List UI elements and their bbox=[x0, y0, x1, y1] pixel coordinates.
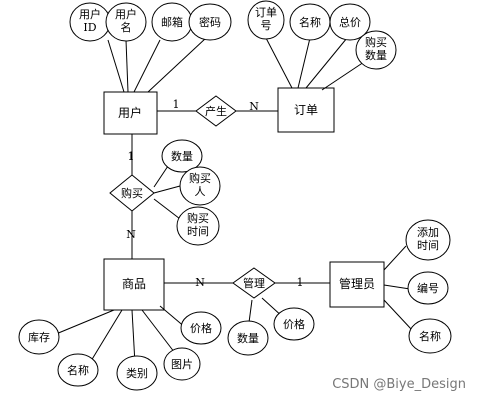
entity-product bbox=[103, 258, 165, 311]
attr-product-price bbox=[180, 311, 222, 345]
attr-admin-name bbox=[408, 318, 452, 354]
relationship-manage-label: 管理 bbox=[243, 276, 265, 290]
attr-manage-price bbox=[273, 307, 315, 341]
relationship-manage bbox=[232, 267, 276, 299]
attr-user-name bbox=[105, 2, 147, 42]
attr-admin-no-label: 编号 bbox=[417, 281, 439, 295]
attr-image-label: 图片 bbox=[171, 358, 193, 371]
attr-manage-qty bbox=[227, 320, 269, 356]
relationship-buy bbox=[109, 174, 155, 212]
relationship-buy-label: 购买 bbox=[121, 186, 143, 200]
attr-total-price-label: 总价 bbox=[339, 15, 361, 29]
entity-admin-label: 管理员 bbox=[339, 276, 375, 291]
attr-buyer-label: 购买人 bbox=[189, 171, 211, 198]
cardinality-user-produce: 1 bbox=[173, 98, 180, 111]
entity-user bbox=[103, 91, 158, 135]
entity-order-label: 订单 bbox=[294, 103, 318, 117]
attr-order-name-label: 名称 bbox=[299, 15, 321, 29]
attr-order-no-label: 订单号 bbox=[255, 6, 277, 32]
entity-order bbox=[277, 87, 335, 133]
entity-product-label: 商品 bbox=[122, 276, 146, 291]
attr-password-label: 密码 bbox=[199, 15, 221, 29]
attr-order-no bbox=[247, 0, 285, 40]
cardinality-produce-order: N bbox=[249, 100, 259, 113]
connector-lines bbox=[55, 37, 413, 365]
attr-image bbox=[163, 347, 201, 381]
cardinality-user-buy: 1 bbox=[128, 150, 135, 163]
attr-buy-time bbox=[176, 206, 220, 246]
cardinality-manage-admin: 1 bbox=[297, 276, 304, 289]
attr-buy-time-label: 购买时间 bbox=[187, 211, 209, 238]
attr-product-name-label: 名称 bbox=[67, 363, 89, 377]
attr-buy-qty-order-label: 购买数量 bbox=[365, 35, 387, 62]
relationships bbox=[109, 95, 276, 299]
relationship-produce bbox=[195, 95, 237, 127]
attr-manage-price-label: 价格 bbox=[283, 317, 305, 331]
attr-admin-name-label: 名称 bbox=[419, 329, 441, 343]
attr-user-name-label: 用户名 bbox=[115, 7, 137, 34]
watermark: CSDN @Biye_Design bbox=[332, 377, 466, 392]
attr-category-label: 类别 bbox=[126, 366, 148, 380]
attr-product-name bbox=[57, 353, 99, 387]
attr-total-price bbox=[329, 3, 371, 41]
attr-password bbox=[188, 3, 232, 41]
attr-email-label: 邮箱 bbox=[161, 15, 183, 29]
attr-category bbox=[116, 355, 158, 391]
attr-buy-qty bbox=[161, 139, 203, 173]
entity-admin bbox=[329, 261, 385, 308]
attr-admin-no bbox=[407, 271, 449, 305]
attr-buy-qty-order bbox=[355, 30, 397, 70]
attr-manage-qty-label: 数量 bbox=[237, 332, 259, 345]
attr-stock bbox=[18, 319, 60, 355]
cardinality-product-manage: N bbox=[195, 276, 205, 289]
cardinality-buy-product: N bbox=[126, 228, 136, 241]
attributes bbox=[18, 0, 452, 391]
attr-stock-label: 库存 bbox=[28, 330, 50, 344]
attr-buyer bbox=[179, 166, 221, 206]
entity-user-label: 用户 bbox=[118, 105, 142, 120]
relationship-produce-label: 产生 bbox=[205, 104, 227, 118]
attr-buy-qty-label: 数量 bbox=[171, 150, 193, 163]
attr-product-price-label: 价格 bbox=[190, 321, 212, 335]
entities bbox=[103, 87, 385, 311]
attr-add-time-label: 添加时间 bbox=[417, 225, 439, 252]
attr-add-time bbox=[405, 219, 451, 261]
